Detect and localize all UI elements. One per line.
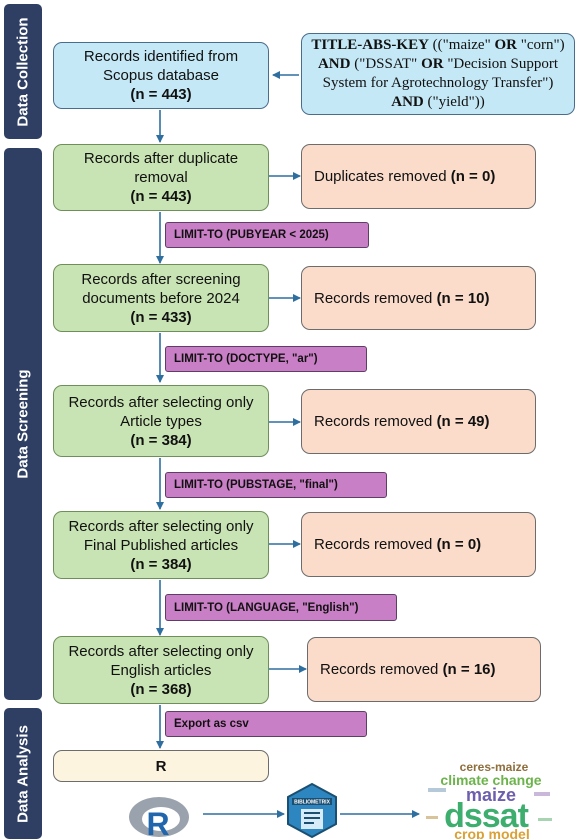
step-line2: Article types [120, 412, 202, 430]
filter-label: LIMIT-TO (PUBSTAGE, "final") [165, 472, 387, 498]
step-box: Records after selecting only Final Publi… [53, 511, 269, 579]
r-logo-icon: R [129, 797, 189, 839]
step-line1: Records after selecting only [68, 642, 254, 660]
step-line1: Records after selecting only [68, 517, 254, 535]
step-count: (n = 384) [130, 431, 192, 449]
wordcloud-word: maize [466, 785, 516, 805]
identified-count: (n = 443) [130, 86, 192, 103]
step-count: (n = 384) [130, 555, 192, 573]
step-box: Records after duplicate removal (n = 443… [53, 144, 269, 211]
removed-label: Records removed [320, 661, 443, 678]
search-query-box: TITLE-ABS-KEY (("maize" OR "corn") AND (… [301, 33, 575, 115]
removed-label: Records removed [314, 413, 437, 430]
bibliometrix-logo-text: BIBLIOMETRIX [294, 800, 330, 806]
r-logo-letter: R [146, 806, 169, 839]
wordcloud-word: dssat [444, 797, 528, 835]
step-line2: English articles [110, 661, 212, 679]
query-line3: System for Agrotechnology Transfer") [322, 75, 554, 91]
removed-label: Records removed [314, 289, 437, 307]
wordcloud-image: ceres-maize climate change maize dssat c… [426, 760, 552, 839]
wordcloud-word: climate change [440, 772, 541, 788]
phase-collection: Data Collection [4, 4, 42, 139]
removed-label: Duplicates removed [314, 168, 451, 185]
filter-label: LIMIT-TO (LANGUAGE, "English") [165, 594, 397, 621]
query-line1: TITLE-ABS-KEY (("maize" OR "corn") [311, 37, 565, 53]
wordcloud-word: crop model [454, 826, 529, 839]
wordcloud-word: ceres-maize [460, 760, 529, 774]
step-line1: Records after duplicate [83, 150, 239, 167]
export-label: Export as csv [165, 711, 367, 737]
removed-box: Records removed (n = 0) [301, 512, 536, 577]
step-count: (n = 368) [130, 680, 192, 698]
removed-label: Records removed [314, 536, 437, 553]
identified-line2: Scopus database [103, 67, 219, 84]
removed-box: Duplicates removed (n = 0) [301, 144, 536, 209]
step-box: Records after screening documents before… [53, 264, 269, 332]
removed-count: (n = 0) [450, 168, 496, 185]
step-count: (n = 443) [130, 188, 192, 205]
step-line1: Records after selecting only [68, 393, 254, 411]
step-line2: Final Published articles [83, 536, 239, 554]
bibliometrix-logo-icon: BIBLIOMETRIX [287, 782, 337, 839]
removed-count: (n = 10) [436, 289, 490, 307]
step-box: Records after selecting only Article typ… [53, 385, 269, 457]
filter-label: LIMIT-TO (PUBYEAR < 2025) [165, 222, 369, 248]
removed-box: Records removed (n = 10) [301, 266, 536, 330]
analysis-tool-label: R [155, 757, 167, 775]
removed-box: Records removed (n = 16) [307, 637, 541, 702]
query-line2: AND ("DSSAT" OR "Decision Support [317, 56, 559, 72]
removed-count: (n = 49) [436, 413, 490, 430]
step-line2: documents before 2024 [82, 289, 240, 307]
removed-count: (n = 0) [436, 536, 482, 553]
query-line4: AND ("yield")) [391, 94, 485, 110]
step-count: (n = 433) [130, 308, 192, 326]
step-line2: removal [134, 169, 188, 186]
analysis-tool-box: R [53, 750, 269, 782]
identified-line1: Records identified from [83, 48, 239, 65]
phase-analysis: Data Analysis [4, 708, 42, 839]
removed-count: (n = 16) [442, 661, 496, 678]
step-box: Records after selecting only English art… [53, 636, 269, 704]
filter-label: LIMIT-TO (DOCTYPE, "ar") [165, 346, 367, 372]
removed-box: Records removed (n = 49) [301, 389, 536, 454]
identified-box: Records identified from Scopus database … [53, 42, 269, 109]
step-line1: Records after screening [81, 270, 241, 288]
phase-screening: Data Screening [4, 148, 42, 700]
